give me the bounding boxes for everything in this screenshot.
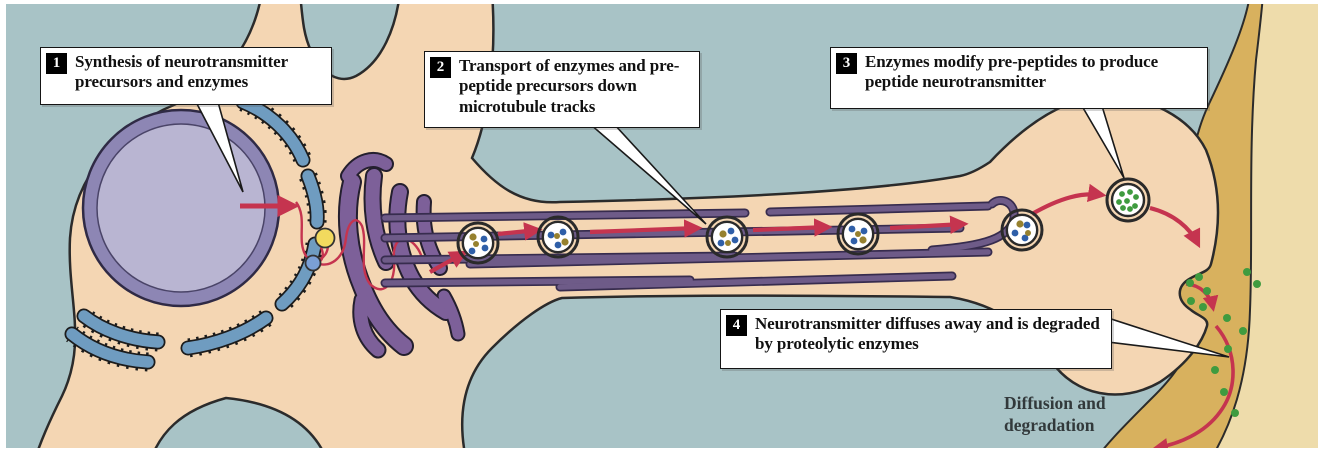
transport-vesicle xyxy=(1000,208,1044,252)
callout-3-number: 3 xyxy=(836,53,857,74)
transport-vesicle xyxy=(536,215,580,259)
blue-bead xyxy=(304,254,322,272)
peptide-vesicle xyxy=(1105,177,1151,223)
transport-vesicle xyxy=(456,221,500,265)
callout-4-text: Neurotransmitter diffuses away and is de… xyxy=(755,314,1100,354)
secretory-thread xyxy=(294,201,427,291)
transport-vesicle xyxy=(836,212,880,256)
diffusion-label: Diffusion and degradation xyxy=(1004,393,1106,435)
callout-2: 2 Transport of enzymes and pre-peptide p… xyxy=(424,51,700,128)
callout-pointers xyxy=(194,101,1230,358)
neurotransmitter-dots xyxy=(1186,268,1261,417)
callout-3-text: Enzymes modify pre-peptides to produce p… xyxy=(865,52,1159,92)
callout-1-text: Synthesis of neurotransmitter precursors… xyxy=(75,52,288,92)
rough-er xyxy=(64,93,327,372)
transport-vesicle xyxy=(705,215,749,259)
callout-2-text: Transport of enzymes and pre-peptide pre… xyxy=(459,56,680,116)
presynaptic-neuron xyxy=(37,4,1220,448)
transport-vesicles xyxy=(456,208,1044,265)
callout-1-number: 1 xyxy=(46,53,67,74)
callout-4-number: 4 xyxy=(726,315,747,336)
transport-arrows xyxy=(240,183,1219,312)
callout-2-number: 2 xyxy=(430,57,451,78)
yellow-bead xyxy=(314,227,336,249)
callout-1: 1 Synthesis of neurotransmitter precurso… xyxy=(40,47,332,105)
callout-4: 4 Neurotransmitter diffuses away and is … xyxy=(720,309,1112,369)
callout-3: 3 Enzymes modify pre-peptides to produce… xyxy=(830,47,1208,109)
